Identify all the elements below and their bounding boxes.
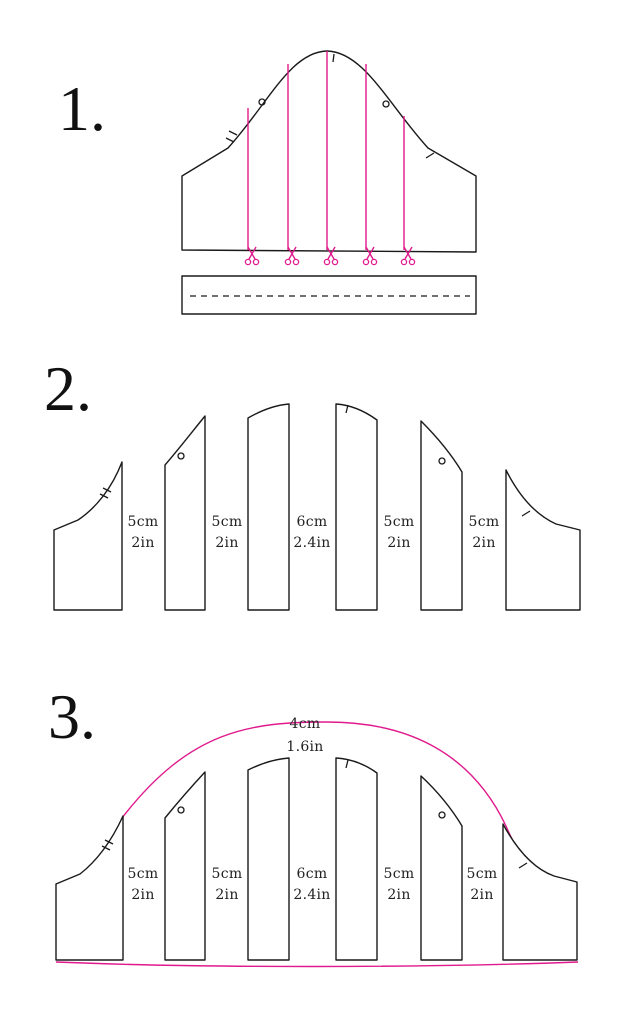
sleeve-piece [53, 461, 123, 611]
spread-in: 2in [387, 887, 410, 903]
dot-mark-back [177, 452, 185, 460]
front-notch-mark [425, 152, 435, 159]
spread-cm: 5cm [128, 514, 159, 530]
sleeve-piece [55, 815, 124, 961]
spread-label-1: 5cm 2in [128, 866, 159, 903]
sleeve-piece [164, 415, 206, 611]
spread-in: 2.4in [293, 535, 330, 551]
sleeve-pattern [181, 50, 477, 253]
back-notch-marks [101, 839, 114, 851]
front-notch-mark [518, 862, 528, 869]
shoulder-notch-mark [345, 759, 349, 769]
spread-label-1: 5cm 2in [128, 514, 159, 551]
spread-in: 2in [215, 535, 238, 551]
new-hem-line [55, 961, 579, 968]
sleeve-piece [247, 403, 290, 611]
sleeve-piece [164, 771, 206, 961]
step-1: 1. [58, 50, 477, 315]
sleeve-piece [505, 469, 581, 611]
spread-label-3: 6cm 2.4in [293, 866, 330, 903]
spread-in: 2in [387, 535, 410, 551]
spread-cm: 5cm [212, 866, 243, 882]
spread-label-4: 5cm 2in [384, 866, 415, 903]
spread-in: 2in [131, 887, 154, 903]
shoulder-notch-mark [332, 53, 335, 63]
step-3: 3. 4cm 1.6in 5cm 2in 5cm 2in [48, 681, 579, 968]
spread-cm: 5cm [212, 514, 243, 530]
spread-in: 2in [470, 887, 493, 903]
spread-in: 2in [472, 535, 495, 551]
sleeve-piece [420, 775, 463, 961]
spread-cm: 5cm [384, 514, 415, 530]
front-notch-mark [521, 510, 531, 517]
spread-in: 2.4in [293, 887, 330, 903]
sleeve-piece [335, 757, 378, 961]
spread-in: 2in [215, 887, 238, 903]
cuff-band [181, 275, 477, 315]
spread-label-5: 5cm 2in [467, 866, 498, 903]
spread-cm: 5cm [469, 514, 500, 530]
dot-mark-back [258, 98, 266, 106]
crown-raise-cm: 4cm [290, 716, 321, 732]
spread-label-3: 6cm 2.4in [293, 514, 330, 551]
step-2-number: 2. [44, 353, 92, 424]
sleeve-piece [247, 757, 290, 961]
back-notch-marks [99, 487, 112, 499]
dot-mark-front [438, 811, 446, 819]
crown-raise-in: 1.6in [286, 739, 323, 755]
crown-raise-label: 4cm 1.6in [286, 716, 323, 755]
spread-cm: 6cm [297, 866, 328, 882]
shoulder-notch-mark [345, 404, 349, 414]
spread-label-5: 5cm 2in [469, 514, 500, 551]
spread-in: 2in [131, 535, 154, 551]
slash-lines [247, 51, 405, 250]
sleeve-piece [420, 420, 463, 611]
sleeve-piece [502, 823, 578, 961]
dot-mark-back [177, 806, 185, 814]
spread-cm: 5cm [467, 866, 498, 882]
spread-label-2: 5cm 2in [212, 514, 243, 551]
dot-mark-front [382, 100, 390, 108]
spread-cm: 5cm [384, 866, 415, 882]
step-2: 2. 5cm 2in 5cm 2in 6cm 2.4in 5cm 2in [44, 353, 581, 611]
spread-cm: 6cm [297, 514, 328, 530]
step-3-number: 3. [48, 681, 96, 752]
step-1-number: 1. [58, 73, 106, 144]
dot-mark-front [438, 457, 446, 465]
spread-cm: 5cm [128, 866, 159, 882]
spread-label-2: 5cm 2in [212, 866, 243, 903]
back-notch-marks [225, 130, 238, 143]
sleeve-piece [335, 403, 378, 611]
spread-label-4: 5cm 2in [384, 514, 415, 551]
